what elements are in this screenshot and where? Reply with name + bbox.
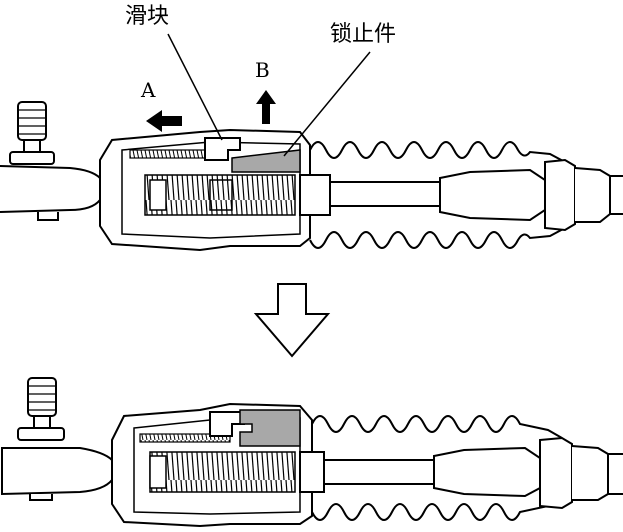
inner-spring-bottom bbox=[149, 451, 296, 493]
slider-label: 滑块 bbox=[125, 4, 170, 29]
direction-b-label: B bbox=[255, 58, 270, 82]
lock-piece-top bbox=[231, 149, 301, 173]
top-assembly bbox=[0, 101, 623, 252]
slider-leader-line bbox=[167, 33, 223, 141]
arrow-down-outline-icon bbox=[253, 283, 331, 358]
arrow-up-icon bbox=[256, 90, 276, 124]
lock-piece-bottom bbox=[239, 409, 301, 447]
tie-rod-end-top bbox=[0, 165, 101, 221]
lock-piece-leader-line bbox=[283, 51, 371, 157]
direction-a-label: A bbox=[141, 78, 156, 102]
bellows-bottom bbox=[311, 415, 563, 439]
bottom-assembly bbox=[1, 377, 623, 528]
ball-joint-bottom bbox=[17, 377, 65, 441]
bellows-top bbox=[309, 141, 566, 163]
arrow-left-icon bbox=[146, 110, 182, 132]
slider-top bbox=[204, 137, 241, 161]
lock-piece-label: 锁止件 bbox=[330, 22, 397, 47]
ball-joint-top bbox=[9, 101, 55, 165]
tie-rod-end-bottom bbox=[1, 447, 113, 501]
inner-spring-top bbox=[144, 174, 296, 216]
